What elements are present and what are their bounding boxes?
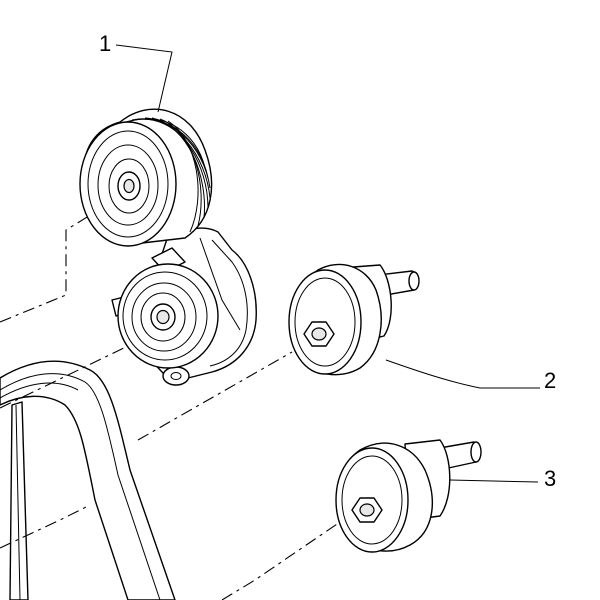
idler-pulley-upper	[288, 263, 420, 376]
callout-number-3: 3	[544, 466, 557, 491]
idler-pulley-lower	[335, 439, 482, 553]
belt-tensioner-assembly	[79, 108, 257, 386]
callout-number-1: 1	[99, 31, 112, 56]
drive-belt	[0, 360, 176, 600]
pulley-ribs	[121, 117, 211, 233]
leader-lines	[115, 44, 540, 483]
callout-number-2: 2	[544, 368, 557, 393]
